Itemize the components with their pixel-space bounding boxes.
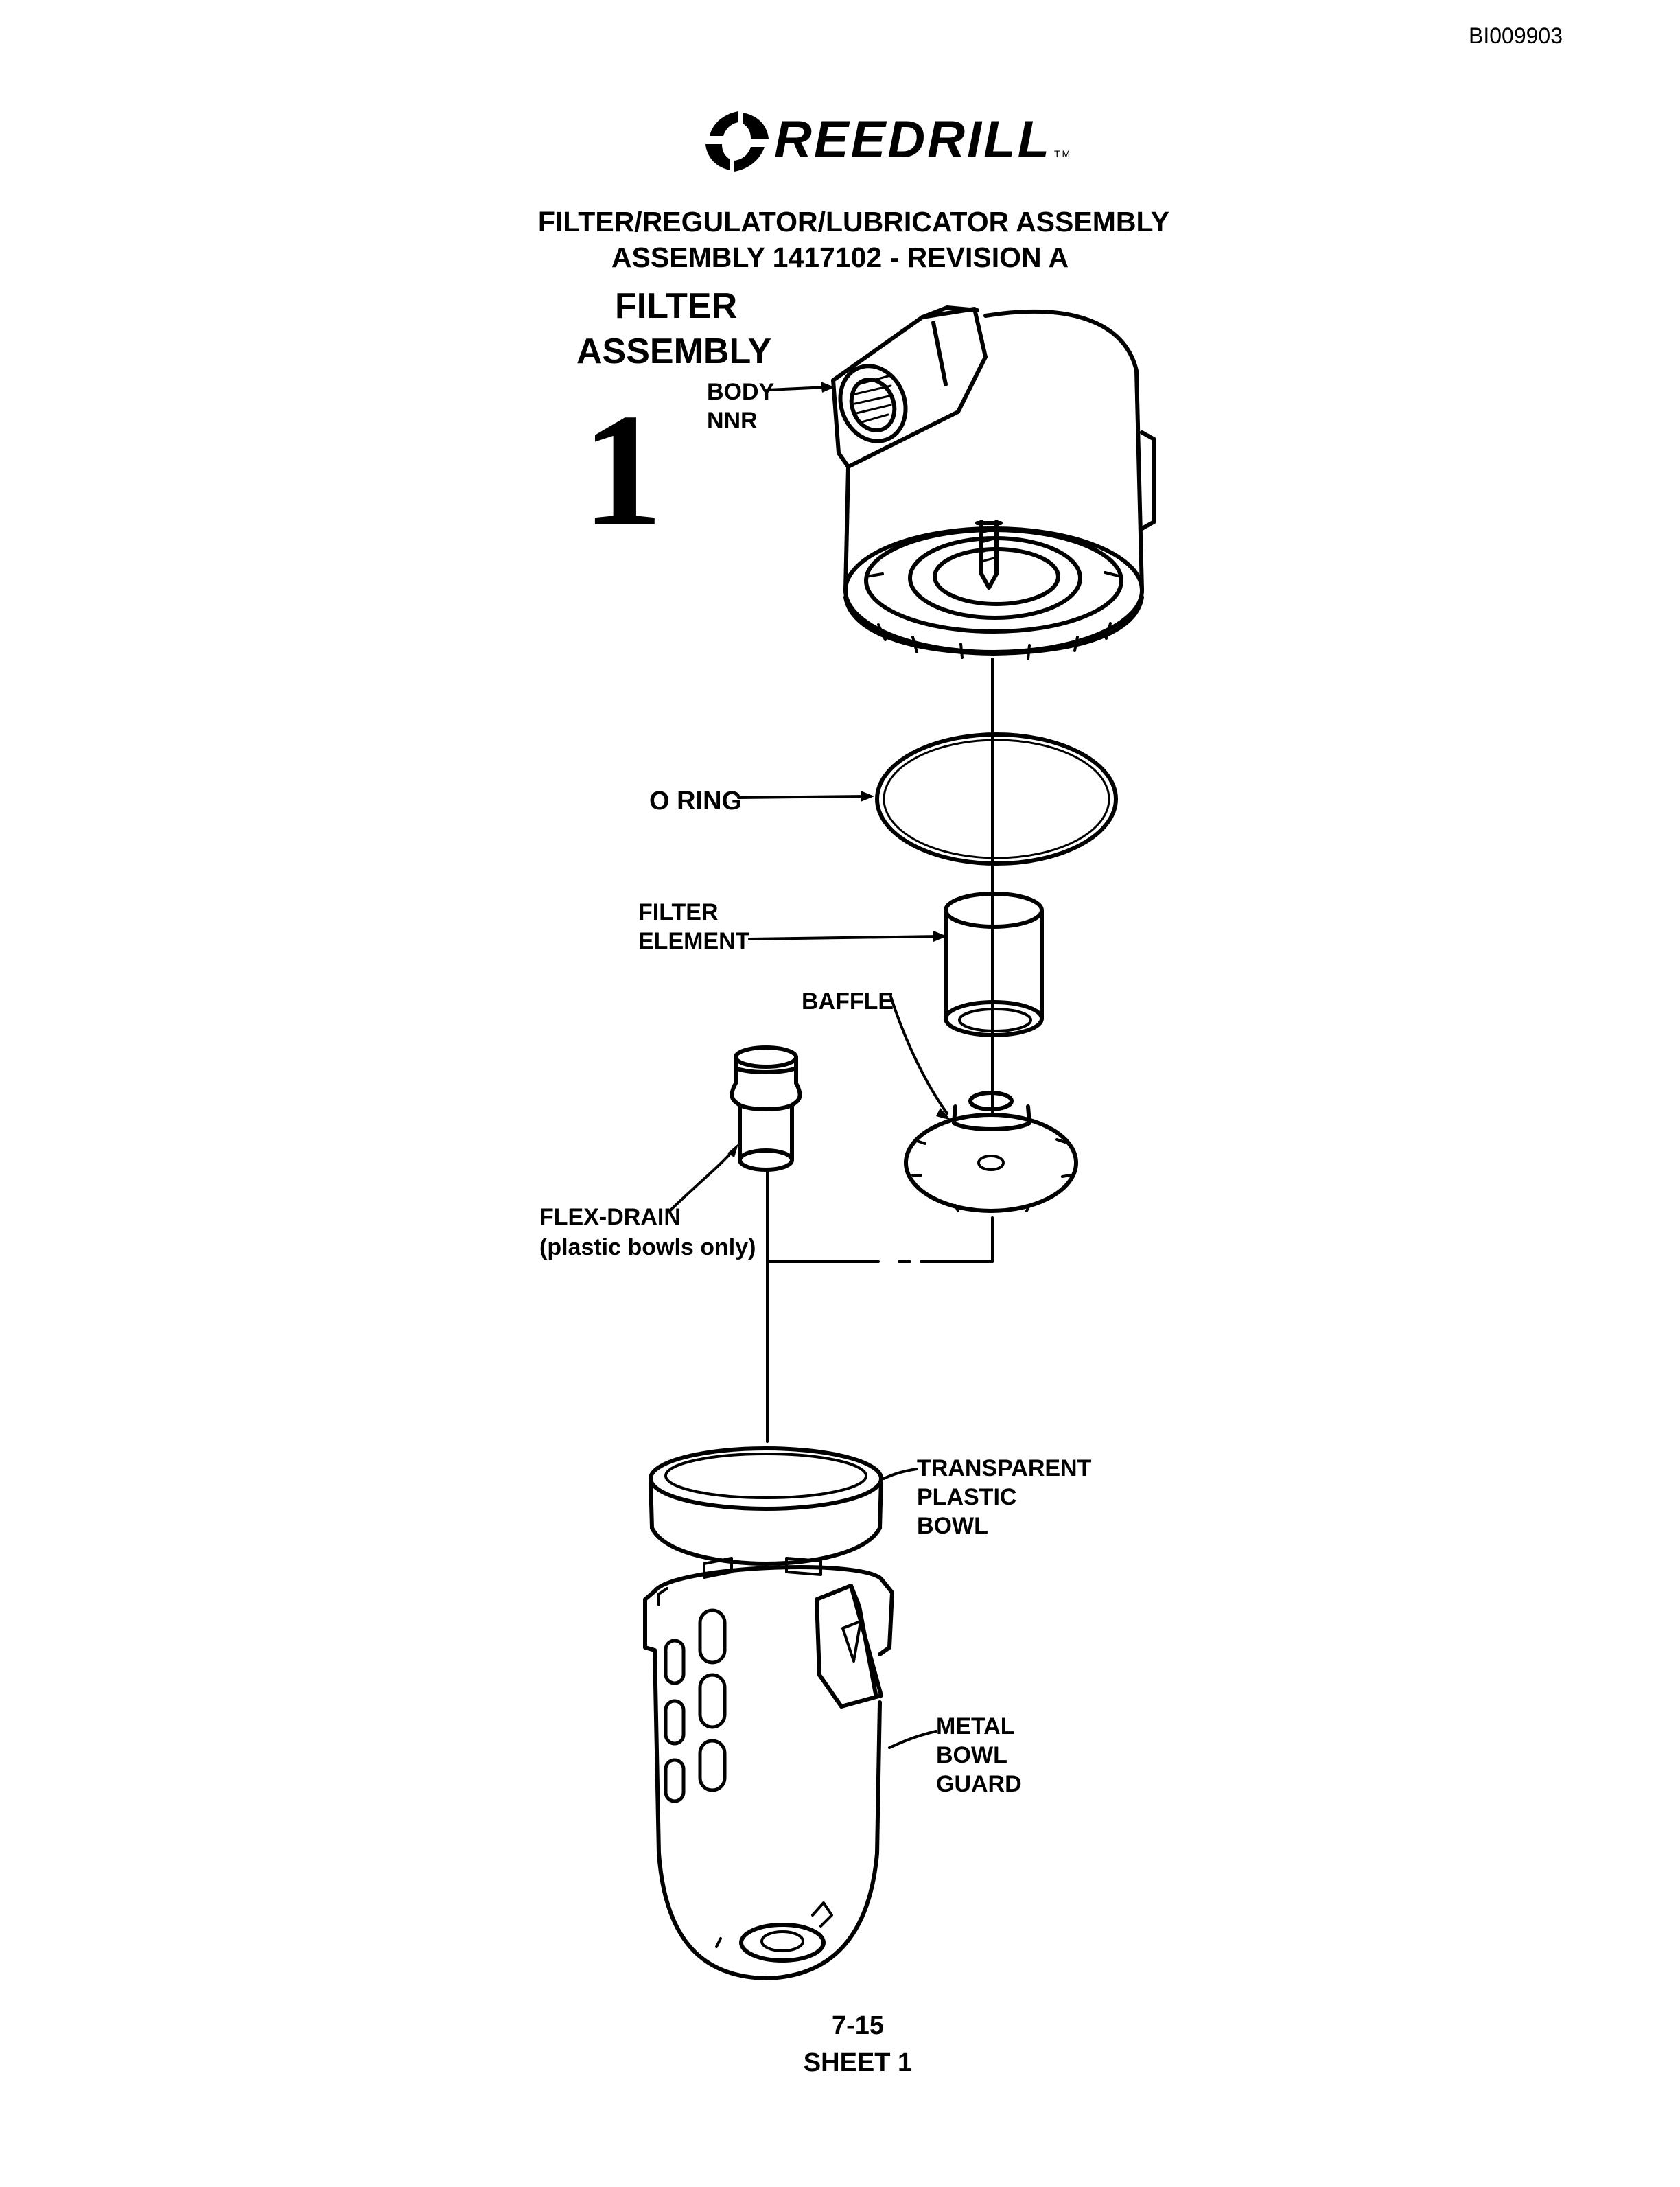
document-subtitle: ASSEMBLY 1417102 - REVISION A	[611, 242, 1069, 273]
callout-bowl-line1: TRANSPARENT	[917, 1455, 1092, 1481]
callout-guard-line2: BOWL	[936, 1742, 1007, 1768]
callout-body-line2: NNR	[707, 408, 758, 434]
document-id: BI009903	[1469, 23, 1563, 48]
trademark-mark: TM	[1054, 148, 1073, 159]
callout-metal-bowl-guard: METAL BOWL GUARD	[936, 1712, 1022, 1798]
callout-bowl-line2: PLASTIC	[917, 1484, 1017, 1510]
callout-arrowheads	[727, 382, 951, 1157]
reedrill-logo-icon	[705, 111, 769, 172]
section-number: 1	[582, 381, 663, 560]
callout-guard-line1: METAL	[936, 1713, 1015, 1739]
page-number: 7-15	[831, 2011, 885, 2040]
callout-o-ring: O RING	[649, 787, 743, 815]
flex-drain-part	[730, 1045, 802, 1172]
callout-filter-element: FILTER ELEMENT	[638, 898, 749, 956]
callout-baffle: BAFFLE	[802, 988, 894, 1015]
callout-plastic-bowl: TRANSPARENT PLASTIC BOWL	[917, 1454, 1091, 1540]
bowl-and-guard-part	[643, 1446, 894, 1980]
callout-filter-element-line2: ELEMENT	[638, 928, 750, 954]
brand-text: REEDRILL	[774, 111, 1051, 169]
assembly-guide-line	[766, 1170, 994, 1443]
callout-flex-drain-note: (plastic bowls only)	[539, 1234, 756, 1260]
callout-filter-element-line1: FILTER	[638, 899, 719, 925]
callout-body: BODY NNR	[707, 378, 774, 435]
callout-bowl-line3: BOWL	[917, 1513, 988, 1539]
callout-guard-line3: GUARD	[936, 1771, 1022, 1797]
page-footer: 7-15 SHEET 1	[0, 2007, 1680, 2081]
callout-body-line1: BODY	[707, 379, 775, 405]
section-heading-line2: ASSEMBLY	[576, 332, 772, 371]
filter-element-part	[944, 892, 1044, 1037]
document-title: FILTER/REGULATOR/LUBRICATOR ASSEMBLY	[537, 206, 1170, 238]
sheet-number: SHEET 1	[803, 2048, 913, 2077]
callout-leaders	[668, 386, 948, 1749]
baffle-part	[904, 1091, 1078, 1213]
callout-flex-drain: FLEX-DRAIN	[539, 1204, 681, 1230]
body-part	[831, 305, 1156, 660]
section-heading-line1: FILTER	[615, 286, 738, 326]
o-ring-part	[875, 732, 1118, 866]
